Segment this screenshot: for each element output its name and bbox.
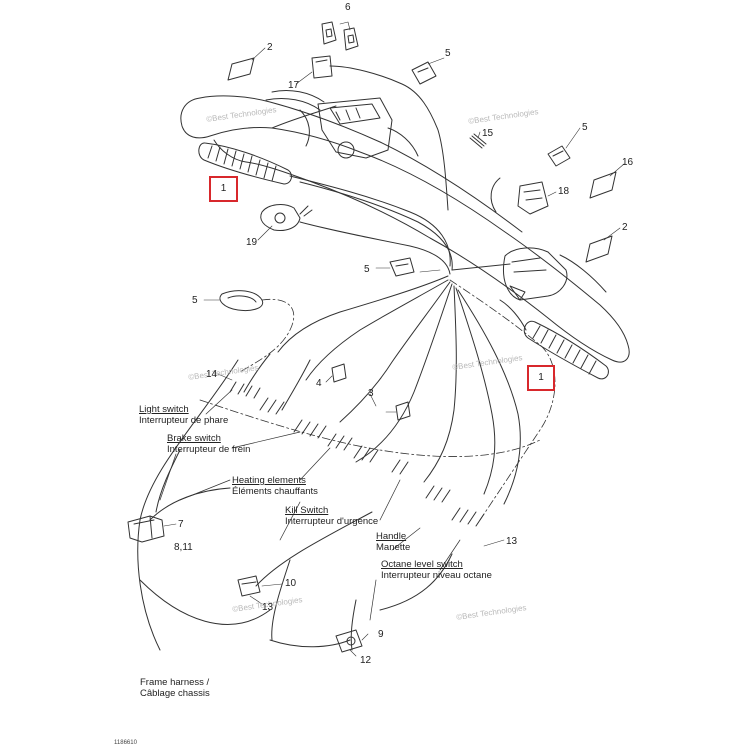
switch-19 [260,204,313,231]
clip-5-mid [389,257,415,277]
callout-10: 10 [285,578,297,589]
document-id: 1186610 [114,740,137,746]
callout-7: 7 [178,519,184,530]
connector-7 [127,515,165,543]
callout-8-11: 8,11 [174,542,193,553]
callout-19: 19 [246,237,258,248]
caption-brake-switch-fr: Interrupteur de frein [167,444,251,455]
washer-2-right [585,235,613,263]
caption-kill-switch: Kill Switch Interrupteur d'urgence [285,505,378,527]
handlebar [180,95,630,363]
leader-lines [163,21,625,657]
caption-light-switch-fr: Interrupteur de phare [139,415,229,426]
caption-frame-harness-fr: Câblage chassis [140,688,210,699]
switch-18 [490,177,549,215]
callout-3: 3 [368,388,374,399]
callout-5-mid: 5 [364,264,370,275]
clip-4 [331,363,347,383]
caption-octane-level-switch-en: Octane level switch [381,559,463,570]
lower-harness [137,359,453,651]
callout-12: 12 [360,655,372,666]
callout-17: 17 [288,80,300,91]
caption-octane-level-switch-fr: Interrupteur niveau octane [381,570,492,581]
ring-5-left [219,290,264,311]
caption-octane-level-switch: Octane level switch Interrupteur niveau … [381,559,492,581]
connector-17 [311,55,449,211]
callout-6: 6 [345,2,351,13]
brake-master-cylinder [265,89,419,159]
caption-brake-switch-en: Brake switch [167,433,221,444]
clip-5-top [411,61,437,85]
callout-14: 14 [206,369,218,380]
callout-16: 16 [622,157,634,168]
callout-4: 4 [316,378,322,389]
callout-1-right-label: 1 [538,372,544,383]
callout-1-left-label: 1 [220,183,227,194]
connector-10 [237,575,261,597]
connector-pins [229,381,485,527]
caption-frame-harness-en: Frame harness / [140,677,210,688]
caption-leaders [159,389,461,621]
callout-2-right: 2 [622,222,628,233]
caption-handle-en: Handle [376,531,407,542]
clip-5-right [547,145,571,167]
callout-1-left-highlight[interactable]: 1 [209,176,238,202]
callout-18: 18 [558,186,570,197]
callout-1-right-highlight[interactable]: 1 [527,365,555,391]
caption-brake-switch: Brake switch Interrupteur de frein [167,433,250,455]
connector-9 [335,629,363,653]
caption-handle: Handle Manette [376,531,410,553]
callout-5-top: 5 [445,48,451,59]
caption-heating-elements-en: Heating elements [232,475,306,486]
caption-handle-fr: Manette [376,542,411,553]
caption-heating-elements-fr: Éléments chauffants [232,486,318,497]
caption-kill-switch-fr: Interrupteur d'urgence [285,516,379,527]
callout-2-top: 2 [267,42,273,53]
callout-13-right: 13 [506,536,518,547]
left-grip [198,142,292,185]
washer-2-top [227,57,255,81]
callout-5-left: 5 [192,295,198,306]
callout-15: 15 [482,128,494,139]
caption-frame-harness: Frame harness / Câblage chassis [140,677,210,699]
caption-kill-switch-en: Kill Switch [285,505,329,516]
wiring-harness [243,175,521,505]
routing-lines [199,279,556,521]
clip-4b [395,401,411,421]
caption-light-switch-en: Light switch [139,404,189,415]
caption-light-switch: Light switch Interrupteur de phare [139,404,228,426]
throttle-housing [499,247,568,331]
bolt-15 [469,133,487,149]
callout-9: 9 [378,629,384,640]
callout-13-left: 13 [262,602,274,613]
clip-pair [321,21,359,51]
callout-5-right: 5 [582,122,588,133]
caption-heating-elements: Heating elements Éléments chauffants [232,475,318,497]
washer-16 [589,171,617,199]
